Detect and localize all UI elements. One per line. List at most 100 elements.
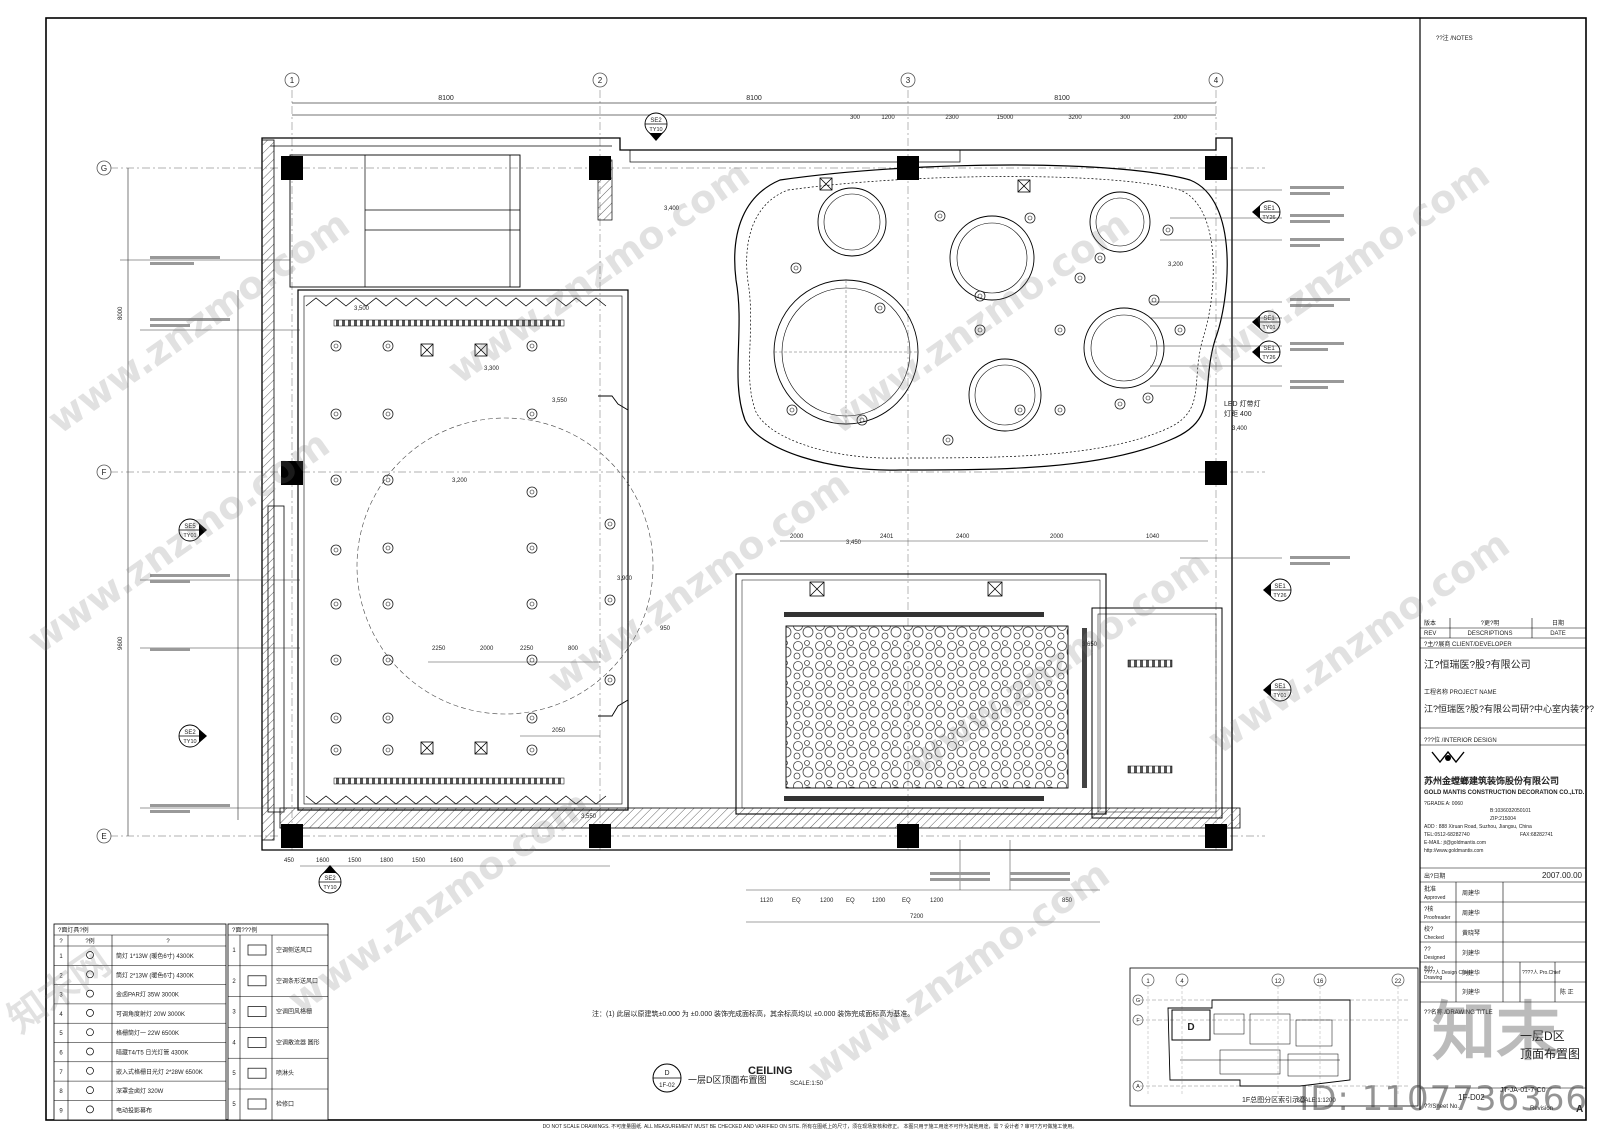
- pro-chief-label: ????人 Pro.Chief: [1522, 970, 1561, 976]
- legend-lights-title: ?面灯具?例: [58, 926, 89, 934]
- dimension-value: 2000: [480, 646, 494, 652]
- level-10: 3,200: [1168, 262, 1184, 268]
- legend-light-desc: 电动投影幕布: [116, 1106, 152, 1114]
- key-plan-col: 1: [1146, 979, 1150, 985]
- dim-left-1: 8000: [118, 306, 124, 320]
- structural-columns: [281, 156, 1227, 848]
- interior-dimensions: [300, 540, 1208, 923]
- drawing-no: JT-JA-01-7-C0: [1500, 1087, 1546, 1094]
- section-tag-bottom: TY01: [183, 533, 196, 539]
- legend-light-number: 9: [59, 1108, 63, 1114]
- revision-value: A: [1576, 1104, 1583, 1115]
- grid-row-label: E: [101, 832, 106, 841]
- left-dimension-chain: [127, 168, 239, 836]
- company-cert: B:1036032050101: [1490, 808, 1531, 814]
- legend-ac-desc: 喷淋头: [276, 1069, 294, 1077]
- dimension-value: 950: [660, 626, 671, 632]
- grid-row-bubbles: GFE: [96, 160, 112, 844]
- client-name: 江?恒瑞医?股?有限公司: [1424, 658, 1531, 671]
- dim-sub-1: 300: [850, 115, 861, 121]
- rev-head-en-1: DESCRIPTIONS: [1467, 631, 1512, 637]
- key-plan-col: 22: [1395, 979, 1402, 985]
- legend-ac-desc: 空调回风格栅: [276, 1008, 312, 1016]
- dim-sub-7: 2000: [1173, 115, 1187, 121]
- drawing-title-line1: 一层D区: [1520, 1029, 1565, 1043]
- notes-label: ??注 /NOTES: [1436, 34, 1473, 42]
- dim-top-3: 8100: [1054, 95, 1070, 102]
- company-grade: ?GRADE A: 0060: [1424, 801, 1463, 807]
- key-plan-col: 16: [1317, 979, 1324, 985]
- dim-left-2: 9600: [118, 636, 124, 650]
- sign-row-name: 周建华: [1462, 909, 1480, 917]
- dimension-value: EQ: [846, 898, 855, 904]
- legend-light-desc: 金卤PAR灯 35W 3000K: [116, 991, 179, 999]
- dimension-value: 1600: [450, 858, 464, 864]
- dim-top-2: 8100: [746, 95, 762, 102]
- dim-sub-2: 1200: [881, 115, 895, 121]
- company-email: E-MAIL: jt@goldmantis.com: [1424, 840, 1486, 846]
- level-2: 3,500: [354, 306, 370, 312]
- legend-ac-number: 5: [232, 1102, 236, 1108]
- company-fax: FAX:68282741: [1520, 832, 1553, 838]
- legend-ac-number: 2: [232, 979, 236, 985]
- drawing-title-line2: 顶面布置图: [1520, 1047, 1580, 1061]
- section-tag-top: SE5: [184, 524, 196, 530]
- sign-row-label: ?核: [1424, 905, 1433, 913]
- key-plan-scale: SCALE:1:1200: [1296, 1098, 1336, 1104]
- top-dimension-chain: 8100 8100 8100 300 1200 2300 15000 3200 …: [292, 95, 1216, 121]
- sign-row-en: Designed: [1424, 955, 1445, 961]
- linear-grilles: [333, 319, 1173, 801]
- section-tag-bottom: TY10: [649, 127, 662, 133]
- section-tag-bottom: TY10: [323, 885, 336, 891]
- sign-row-label: 批准: [1424, 885, 1436, 893]
- project-label: 工程名称 PROJECT NAME: [1424, 688, 1497, 696]
- legend-ac-number: 3: [232, 1010, 236, 1016]
- drawing-scale: SCALE:1:50: [790, 1081, 824, 1087]
- dimension-value: EQ: [902, 898, 911, 904]
- drawing-tag-bottom: 1F-02: [659, 1083, 675, 1089]
- annotation-text-blocks: [150, 186, 1350, 881]
- level-labels: 3,400 3,500 3,300 3,550 3,200 3,450 3,65…: [354, 206, 1248, 820]
- legend-ac-title: ?面???例: [232, 926, 257, 934]
- grid-col-label: 2: [598, 76, 603, 85]
- design-chief-label: ????人 Design Chief: [1424, 970, 1471, 976]
- drawing-title-tag: D 1F-02 一层D区顶面布置图 CEILING SCALE:1:50: [652, 1063, 824, 1093]
- dimension-value: 2400: [956, 534, 970, 540]
- section-tag-bottom: TY01: [1262, 325, 1275, 331]
- section-tag-top: SE1: [1274, 684, 1286, 690]
- dimension-value: 1500: [348, 858, 362, 864]
- ac-diffusers: [420, 177, 1031, 755]
- legend-light-desc: 嵌入式格栅日光灯 2*28W 6500K: [116, 1068, 203, 1076]
- grid-col-label: 4: [1214, 76, 1219, 85]
- sign-row-en: Drawing: [1424, 975, 1443, 981]
- legend-ac-desc: 检修口: [276, 1100, 294, 1108]
- dimension-value: 2050: [552, 728, 566, 734]
- legend-light-number: 3: [59, 993, 63, 999]
- section-tag-top: SE1: [1263, 316, 1275, 322]
- title-block: [1420, 618, 1586, 1089]
- section-tag-bottom: TY26: [1273, 593, 1286, 599]
- sign-row-name: 刘建华: [1462, 969, 1480, 977]
- organic-ceiling-island: [734, 164, 1228, 471]
- dimension-value: 1600: [316, 858, 330, 864]
- dim-sub-4: 15000: [997, 115, 1014, 121]
- sheet-border: [45, 17, 1587, 1121]
- legend-lights-h0: ?: [59, 939, 63, 945]
- legend-light-number: 5: [59, 1031, 63, 1037]
- dimension-value: 1800: [380, 858, 394, 864]
- level-9: 3,400: [1232, 426, 1248, 432]
- key-plan-caption: 1F总图分区索引示意: [1242, 1095, 1306, 1104]
- legend-lights-h1: ?例: [85, 937, 94, 945]
- legend-light-desc: 格栅筒灯一 22W 6500K: [116, 1029, 179, 1037]
- company-tel: TEL:0512-68282740: [1424, 832, 1470, 838]
- pro-chief-name: 陈 正: [1560, 988, 1574, 996]
